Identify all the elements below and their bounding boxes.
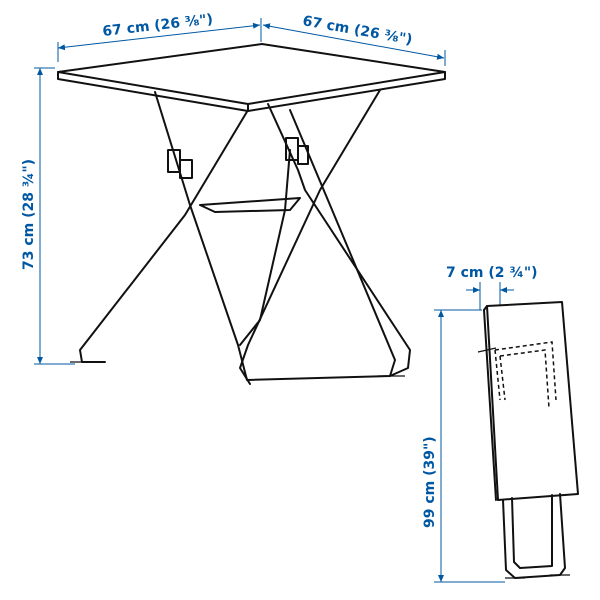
table-illustration [57,43,446,385]
folded-thickness-label: 7 cm (2 ¾") [446,265,538,281]
folded-height-dimension: 99 cm (39") [422,309,505,583]
folded-thickness-dimension: 7 cm (2 ¾") [446,265,538,310]
folded-height-label: 99 cm (39") [422,436,438,528]
folded-table-illustration [477,301,579,579]
height-label: 73 cm (28 ¾") [21,159,37,270]
depth-label: 67 cm (26 ⅜") [301,13,413,48]
width-label: 67 cm (26 ⅜") [102,12,214,40]
height-dimension: 73 cm (28 ¾") [21,67,75,365]
width-dimension: 67 cm (26 ⅜") [57,12,262,62]
